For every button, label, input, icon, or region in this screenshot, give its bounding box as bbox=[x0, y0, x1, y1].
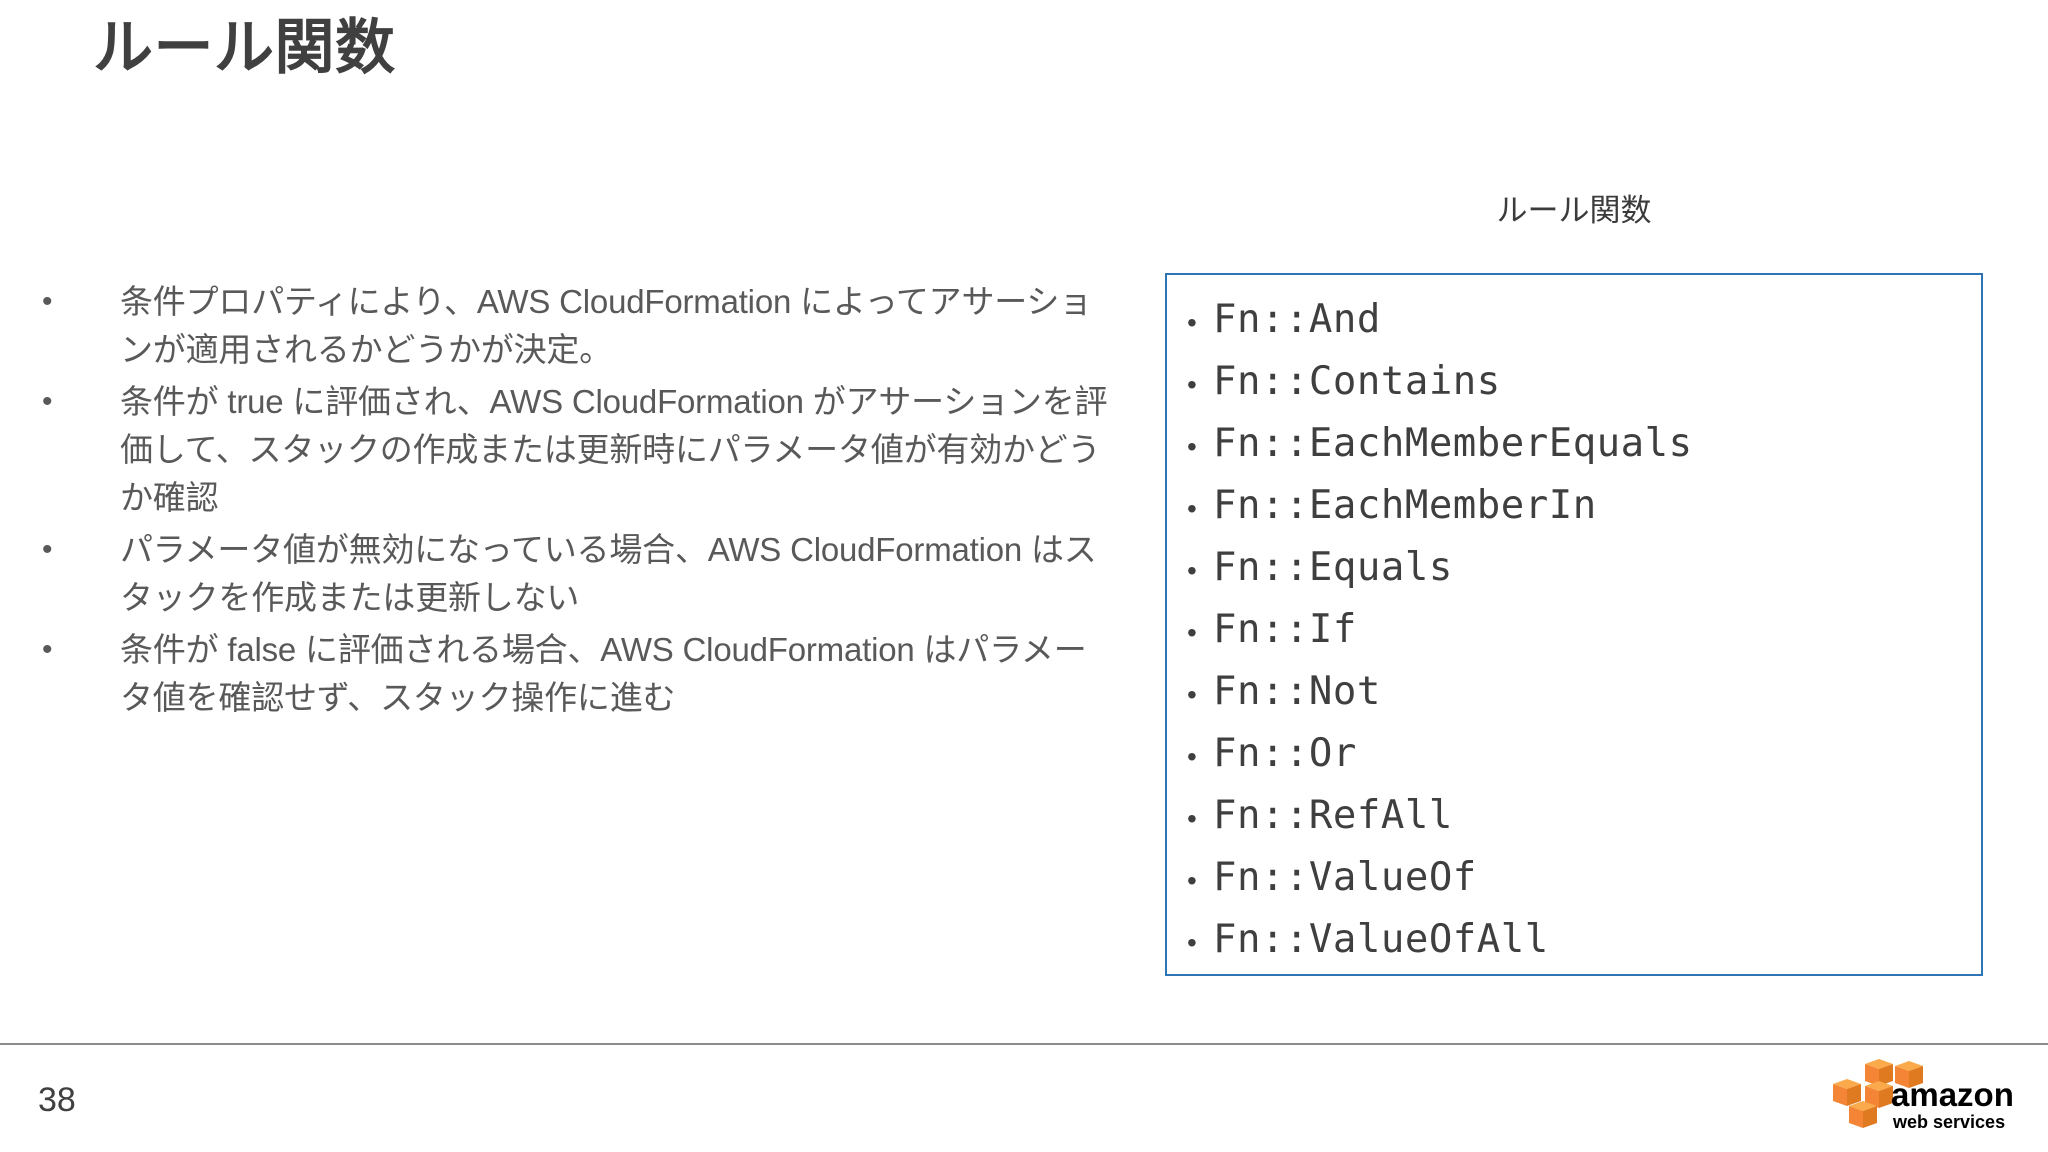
bullet-marker-icon: • bbox=[42, 533, 53, 566]
list-item: • 条件プロパティにより、AWS CloudFormation によってアサーシ… bbox=[28, 278, 1118, 374]
bullet-list: • 条件プロパティにより、AWS CloudFormation によってアサーシ… bbox=[28, 278, 1118, 726]
bullet-marker-icon: • bbox=[1187, 865, 1197, 896]
bullet-text: 条件が true に評価され、AWS CloudFormation がアサーショ… bbox=[120, 383, 1108, 516]
function-name: Fn::EachMemberEquals bbox=[1213, 421, 1693, 466]
list-item: • Fn::EachMemberIn bbox=[1187, 475, 1981, 537]
function-name: Fn::ValueOfAll bbox=[1213, 917, 1549, 962]
page-title: ルール関数 bbox=[93, 14, 396, 81]
list-item: • 条件が true に評価され、AWS CloudFormation がアサー… bbox=[28, 378, 1118, 522]
rule-functions-box: • Fn::And • Fn::Contains • Fn::EachMembe… bbox=[1165, 273, 1983, 976]
bullet-marker-icon: • bbox=[1187, 431, 1197, 462]
list-item: • Fn::Or bbox=[1187, 723, 1981, 785]
function-name: Fn::Or bbox=[1213, 731, 1357, 776]
function-name: Fn::Equals bbox=[1213, 545, 1453, 590]
list-item: • パラメータ値が無効になっている場合、AWS CloudFormation は… bbox=[28, 526, 1118, 622]
aws-tagline: web services bbox=[1892, 1112, 2005, 1132]
aws-wordmark: amazon bbox=[1891, 1076, 2014, 1113]
bullet-marker-icon: • bbox=[1187, 617, 1197, 648]
list-item: • Fn::And bbox=[1187, 289, 1981, 351]
list-item: • Fn::If bbox=[1187, 599, 1981, 661]
bullet-text: 条件プロパティにより、AWS CloudFormation によってアサーション… bbox=[120, 283, 1092, 368]
function-name: Fn::And bbox=[1213, 297, 1381, 342]
bullet-marker-icon: • bbox=[1187, 679, 1197, 710]
bullet-marker-icon: • bbox=[1187, 803, 1197, 834]
function-name: Fn::RefAll bbox=[1213, 793, 1453, 838]
function-name: Fn::Not bbox=[1213, 669, 1381, 714]
bullet-marker-icon: • bbox=[42, 385, 53, 418]
panel-heading: ルール関数 bbox=[1496, 193, 1652, 228]
bullet-marker-icon: • bbox=[42, 633, 53, 666]
list-item: • Fn::ValueOfAll bbox=[1187, 909, 1981, 971]
bullet-marker-icon: • bbox=[1187, 555, 1197, 586]
aws-cube-cluster bbox=[1833, 1059, 1923, 1128]
function-name: Fn::Contains bbox=[1213, 359, 1501, 404]
bullet-marker-icon: • bbox=[1187, 493, 1197, 524]
bullet-text: パラメータ値が無効になっている場合、AWS CloudFormation はスタ… bbox=[120, 531, 1097, 616]
bullet-marker-icon: • bbox=[1187, 741, 1197, 772]
list-item: • 条件が false に評価される場合、AWS CloudFormation … bbox=[28, 626, 1118, 722]
list-item: • Fn::RefAll bbox=[1187, 785, 1981, 847]
list-item: • Fn::ValueOf bbox=[1187, 847, 1981, 909]
bullet-marker-icon: • bbox=[1187, 369, 1197, 400]
footer-divider bbox=[0, 1043, 2048, 1045]
bullet-text: 条件が false に評価される場合、AWS CloudFormation はパ… bbox=[120, 631, 1087, 716]
aws-logo: amazon web services bbox=[1833, 1059, 2014, 1132]
list-item: • Fn::Not bbox=[1187, 661, 1981, 723]
list-item: • Fn::Contains bbox=[1187, 351, 1981, 413]
bullet-marker-icon: • bbox=[1187, 927, 1197, 958]
page-number: 38 bbox=[38, 1081, 76, 1119]
bullet-marker-icon: • bbox=[42, 285, 53, 318]
list-item: • Fn::Equals bbox=[1187, 537, 1981, 599]
bullet-marker-icon: • bbox=[1187, 307, 1197, 338]
function-name: Fn::EachMemberIn bbox=[1213, 483, 1597, 528]
function-name: Fn::ValueOf bbox=[1213, 855, 1477, 900]
function-name: Fn::If bbox=[1213, 607, 1357, 652]
list-item: • Fn::EachMemberEquals bbox=[1187, 413, 1981, 475]
